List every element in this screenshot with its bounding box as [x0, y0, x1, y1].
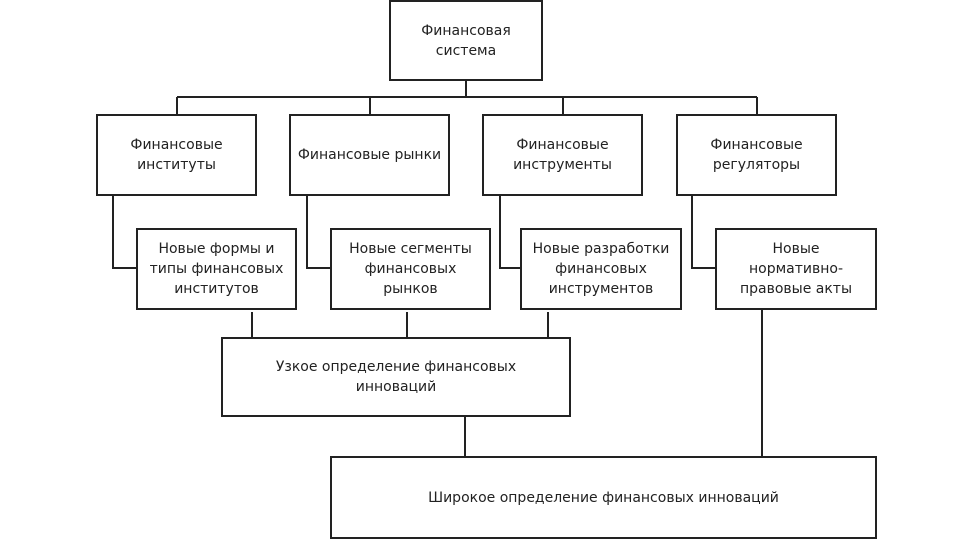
box-narrow-definition: Узкое определение финансовых инноваций [221, 337, 571, 417]
box-new-regulatory-acts: Новые нормативно- правовые акты [715, 228, 877, 310]
box-financial-institutions: Финансовые институты [96, 114, 257, 196]
box-broad-definition: Широкое определение финансовых инноваций [330, 456, 877, 539]
box-financial-markets: Финансовые рынки [289, 114, 450, 196]
root-financial-system: Финансовая система [389, 0, 543, 81]
box-financial-instruments: Финансовые инструменты [482, 114, 643, 196]
box-new-market-segments: Новые сегменты финансовых рынков [330, 228, 491, 310]
box-new-instrument-developments: Новые разработки финансовых инструментов [520, 228, 682, 310]
box-new-institution-forms: Новые формы и типы финансовых институтов [136, 228, 297, 310]
box-financial-regulators: Финансовые регуляторы [676, 114, 837, 196]
